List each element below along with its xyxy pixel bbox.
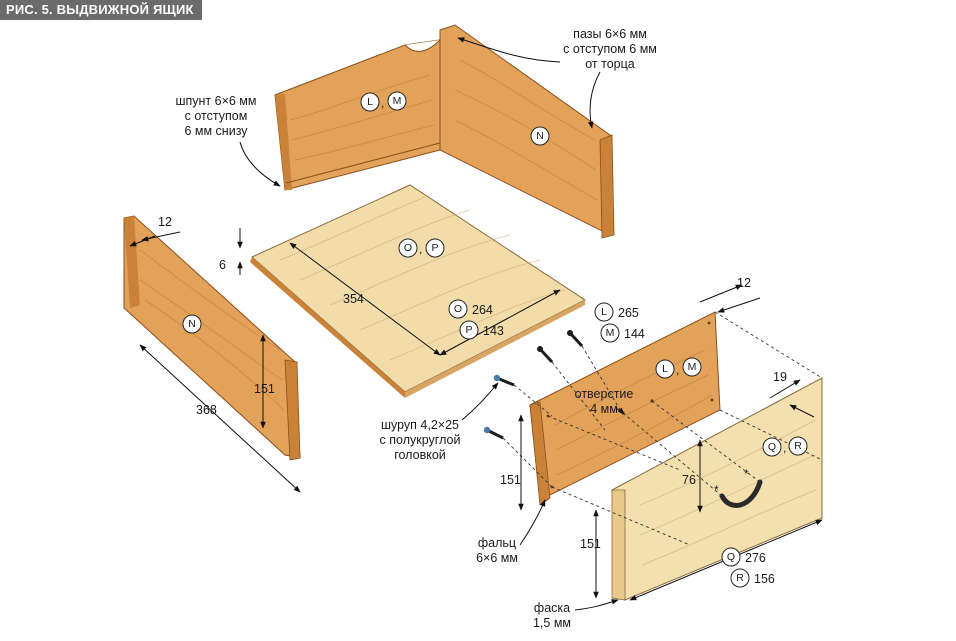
- dim-back-height: 151: [500, 473, 521, 487]
- svg-text:6×6 мм: 6×6 мм: [476, 551, 518, 565]
- svg-text:,: ,: [419, 242, 422, 256]
- badge-size-o: O: [448, 299, 468, 319]
- figure-title: РИС. 5. ВЫДВИЖНОЙ ЯЩИК: [0, 0, 202, 20]
- dim-front-thickness: 19: [773, 370, 787, 384]
- annotation-hole: отверстие 4 мм: [575, 387, 634, 416]
- size-p: 143: [483, 324, 504, 338]
- svg-text:1,5 мм: 1,5 мм: [533, 616, 571, 630]
- dim-front-height: 151: [580, 537, 601, 551]
- badge-size-r: R: [730, 568, 750, 588]
- size-m: 144: [624, 327, 645, 341]
- dim-back-thickness: 12: [737, 276, 751, 290]
- svg-text:с полукруглой: с полукруглой: [380, 433, 461, 447]
- svg-text:R: R: [736, 572, 744, 584]
- svg-text:N: N: [536, 130, 544, 142]
- dim-side-height: 151: [254, 382, 275, 396]
- part-badges: L , M N N O , P L , M Q , R O 264 P 143 …: [182, 91, 808, 588]
- dimension-values: 12 368 151 6 354 12 19 151 76 151: [158, 215, 787, 551]
- svg-text:с отступом: с отступом: [185, 109, 248, 123]
- svg-text:R: R: [794, 440, 802, 452]
- badge-back-m: M: [387, 91, 407, 111]
- svg-text:,: ,: [381, 96, 384, 110]
- svg-text:отверстие: отверстие: [575, 387, 634, 401]
- svg-text:от торца: от торца: [585, 57, 635, 71]
- svg-text:фаска: фаска: [534, 601, 570, 615]
- svg-text:L: L: [367, 96, 373, 108]
- back-panel-lm: [274, 39, 441, 191]
- svg-text:шпунт 6×6 мм: шпунт 6×6 мм: [175, 94, 256, 108]
- screw-icon: [567, 330, 584, 348]
- projection-lines: [502, 311, 823, 546]
- svg-text:P: P: [431, 242, 438, 254]
- screw-icon: [493, 374, 515, 387]
- svg-text:пазы 6×6 мм: пазы 6×6 мм: [573, 27, 647, 41]
- dim-side-length: 368: [196, 403, 217, 417]
- screw-icon: [483, 426, 504, 440]
- svg-text:M: M: [688, 361, 697, 373]
- svg-text:,: ,: [676, 363, 679, 377]
- screw-icon: [537, 346, 554, 364]
- badge-side-left-n: N: [182, 314, 202, 334]
- badge-bottom-p: P: [425, 238, 445, 258]
- svg-text:L: L: [601, 306, 607, 318]
- svg-text:4 мм: 4 мм: [590, 402, 618, 416]
- svg-text:Q: Q: [727, 551, 735, 563]
- badge-front-q: Q: [762, 437, 782, 457]
- svg-text:с отступом 6 мм: с отступом 6 мм: [563, 42, 657, 56]
- svg-text:O: O: [404, 242, 412, 254]
- dim-bottom-depth: 354: [343, 292, 364, 306]
- svg-text:,: ,: [783, 441, 786, 455]
- svg-text:фальц: фальц: [478, 536, 516, 550]
- svg-text:O: O: [454, 303, 462, 315]
- svg-text:Q: Q: [768, 441, 776, 453]
- svg-text:6 мм снизу: 6 мм снизу: [184, 124, 248, 138]
- svg-text:M: M: [393, 95, 402, 107]
- badge-size-m: M: [600, 323, 620, 343]
- svg-text:*: *: [714, 483, 719, 497]
- dim-side-thickness: 12: [158, 215, 172, 229]
- svg-text:M: M: [606, 327, 615, 339]
- size-r: 156: [754, 572, 775, 586]
- handle-icon: [719, 479, 763, 508]
- size-l: 265: [618, 306, 639, 320]
- svg-text:*: *: [744, 467, 749, 481]
- rear-panel-lm: [529, 311, 721, 506]
- dimension-lines: [129, 228, 823, 601]
- badge-side-right-n: N: [530, 126, 550, 146]
- badge-rear-m: M: [682, 357, 702, 377]
- badge-bottom-o: O: [398, 238, 418, 258]
- svg-text:головкой: головкой: [394, 448, 446, 462]
- badge-rear-l: L: [655, 359, 675, 379]
- annotation-screw: шуруп 4,2×25 с полукруглой головкой: [380, 418, 461, 462]
- svg-text:шуруп 4,2×25: шуруп 4,2×25: [381, 418, 459, 432]
- back-and-side-panels: [274, 24, 615, 239]
- size-o: 264: [472, 303, 493, 317]
- badge-size-l: L: [594, 302, 614, 322]
- size-q: 276: [745, 551, 766, 565]
- badge-size-p: P: [459, 320, 479, 340]
- svg-text:P: P: [465, 324, 472, 336]
- annotation-grooves: пазы 6×6 мм с отступом 6 мм от торца: [563, 27, 657, 71]
- dim-bottom-thickness: 6: [219, 258, 226, 272]
- svg-text:N: N: [188, 318, 196, 330]
- annotation-rabbet: фальц 6×6 мм: [476, 536, 518, 565]
- badge-front-r: R: [788, 436, 808, 456]
- dim-handle-height: 76: [682, 473, 696, 487]
- badge-back-l: L: [360, 92, 380, 112]
- annotation-chamfer: фаска 1,5 мм: [533, 601, 571, 630]
- bottom-panel-op: [250, 184, 586, 398]
- leader-lines: [239, 37, 625, 611]
- annotation-tongue: шпунт 6×6 мм с отступом 6 мм снизу: [175, 94, 256, 138]
- badge-size-q: Q: [721, 547, 741, 567]
- svg-text:L: L: [662, 363, 668, 375]
